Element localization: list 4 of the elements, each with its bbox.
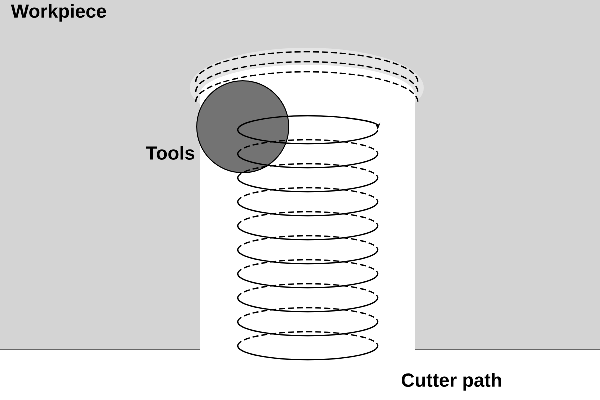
label: Tools	[146, 146, 195, 160]
label: Workpiece	[11, 4, 106, 22]
label: Cutter path	[402, 373, 502, 391]
tool-circle	[196, 80, 290, 174]
